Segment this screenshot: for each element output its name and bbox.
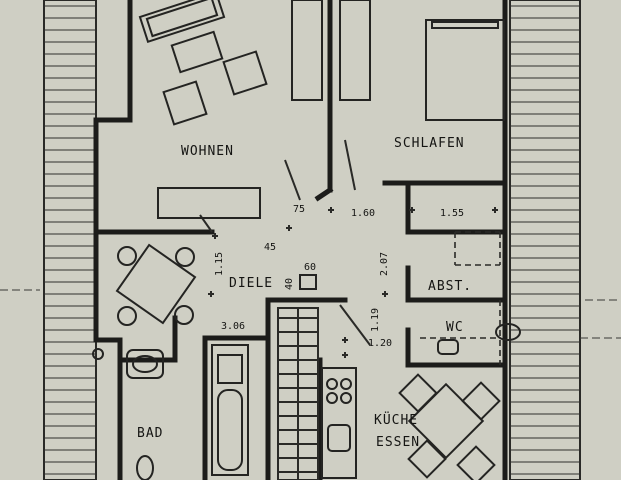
dim-75: 75 [293, 204, 305, 215]
diele-table [115, 243, 197, 326]
label-essen: ESSEN [376, 435, 420, 450]
essen-table [398, 373, 501, 480]
label-kueche: KÜCHE [374, 411, 418, 428]
dim-207: 2.07 [379, 252, 390, 276]
dim-160: 1.60 [351, 208, 375, 219]
wohnen-furniture [138, 0, 268, 219]
axis-marks [0, 289, 621, 339]
dim-40a: 40 [284, 278, 295, 290]
dim-119: 1.19 [370, 308, 381, 332]
label-wohnen: WOHNEN [181, 144, 234, 159]
dimension-ticks [208, 207, 498, 358]
label-schlafen: SCHLAFEN [394, 136, 465, 151]
bad-fixtures [92, 344, 249, 480]
label-wc: WC [446, 320, 464, 335]
dim-115: 1.15 [214, 252, 225, 276]
wc-fixtures [299, 274, 521, 355]
interior-walls [93, 0, 508, 480]
label-diele: DIELE [229, 276, 273, 291]
outer-walls [93, 0, 508, 480]
label-abst: ABST. [428, 279, 472, 294]
staircase [277, 307, 319, 480]
roof-hatching-right [509, 0, 581, 480]
kitchen-counter [321, 367, 357, 479]
door-swings [199, 139, 371, 346]
dashed-outlines [420, 231, 501, 365]
dim-120: 1.20 [368, 338, 392, 349]
roof-hatching-left [43, 0, 97, 480]
label-bad: BAD [137, 426, 163, 441]
schlafen-furniture [291, 0, 505, 121]
dim-155: 1.55 [440, 208, 464, 219]
dim-40b: 60 [304, 262, 316, 273]
dim-45: 45 [264, 242, 276, 253]
dim-306: 3.06 [221, 321, 245, 332]
